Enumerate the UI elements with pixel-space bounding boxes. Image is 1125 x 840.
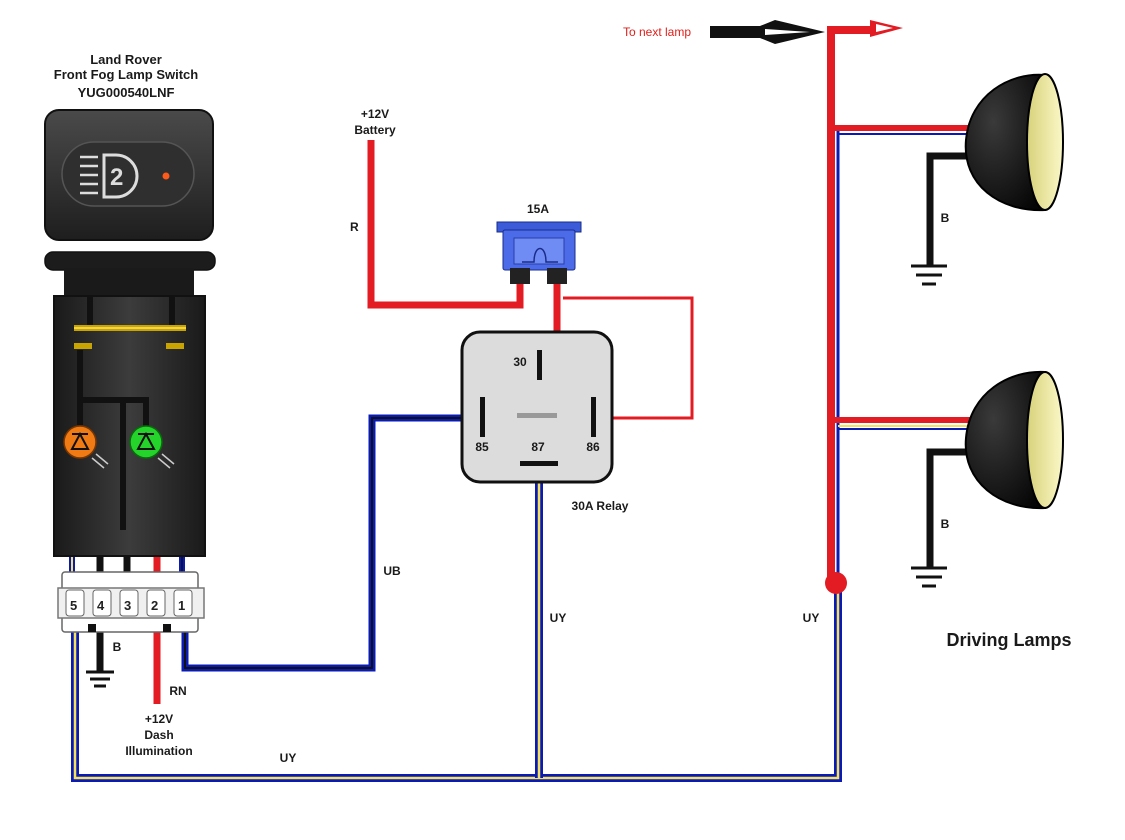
fog-lamp-icon: 2 [80, 153, 139, 199]
lamp-ground-wires [926, 152, 970, 568]
dash-label-line2: Dash [144, 728, 173, 742]
ground-symbol-switch [86, 670, 114, 688]
driving-lamp-bottom [964, 370, 1064, 510]
wire-label-b-lamp-top: B [941, 211, 950, 225]
wire-label-uy-bottom: UY [280, 751, 297, 765]
fog-lamp-switch: 2 [44, 109, 216, 633]
relay-label: 30A Relay [572, 499, 629, 513]
switch-indicator-led [162, 172, 170, 180]
relay-pin-86: 86 [586, 440, 600, 454]
switch-pin-3: 3 [124, 598, 131, 613]
switch-part-number: YUG000540LNF [78, 85, 175, 100]
switch-title-line2: Front Fog Lamp Switch [54, 67, 198, 82]
wire-label-rn: RN [169, 684, 186, 698]
next-lamp-label: To next lamp [623, 25, 691, 39]
orange-led-icon [63, 425, 109, 469]
wire-label-b-lamp-bottom: B [941, 517, 950, 531]
relay-pin-30: 30 [513, 355, 527, 369]
wire-label-b-switch: B [113, 640, 122, 654]
fuse-label: 15A [527, 202, 549, 216]
relay [460, 330, 614, 484]
relay-pin-85: 85 [475, 440, 489, 454]
fuse [496, 221, 582, 284]
dash-label-line1: +12V [145, 712, 173, 726]
blue-black-wire [170, 347, 482, 672]
wire-label-uy-relay: UY [550, 611, 567, 625]
switch-button-symbol: 2 [110, 164, 123, 191]
driving-lamps-label: Driving Lamps [946, 630, 1071, 650]
ground-symbol-lamp-top [911, 264, 947, 286]
driving-lamp-top [964, 73, 1064, 212]
battery-label-line1: +12V [361, 107, 389, 121]
battery-label-line2: Battery [354, 123, 396, 137]
switch-pin-4: 4 [97, 598, 105, 613]
wire-label-ub: UB [383, 564, 401, 578]
dash-label-line3: Illumination [125, 744, 192, 758]
relay-pin-87: 87 [531, 440, 545, 454]
switch-pin-1: 1 [178, 598, 185, 613]
green-led-icon [129, 425, 175, 469]
relay-body [460, 330, 614, 484]
switch-title-line1: Land Rover [90, 52, 162, 67]
next-lamp-arrow [710, 20, 903, 44]
lamp-feed-wire [825, 26, 970, 594]
switch-pin-5: 5 [70, 598, 77, 613]
wire-label-uy-right: UY [803, 611, 820, 625]
wire-label-r: R [350, 220, 359, 234]
ground-symbol-lamp-bottom [911, 566, 947, 588]
switch-pin-2: 2 [151, 598, 158, 613]
battery-wire [367, 140, 524, 309]
